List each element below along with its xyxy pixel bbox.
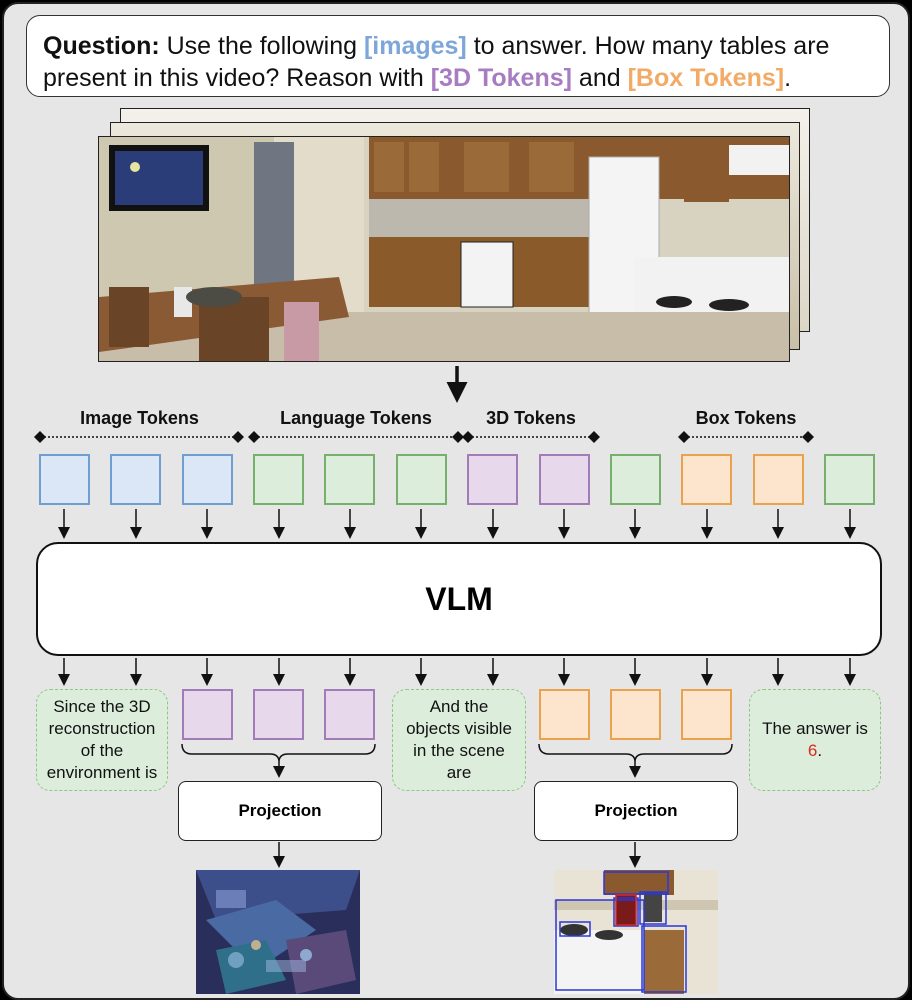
box-token (753, 454, 804, 505)
vlm-label: VLM (425, 580, 493, 617)
question-text-1: Use the following (159, 32, 364, 60)
3d-token (467, 454, 518, 505)
output-text-bubble-1: Since the 3D reconstruction of the envir… (36, 689, 168, 791)
language-token (610, 454, 661, 505)
bounding-box-scene-image (554, 870, 718, 994)
3d-token (539, 454, 590, 505)
answer-value: 6 (807, 741, 818, 760)
group-label-language-tokens: Language Tokens (280, 408, 432, 428)
kitchen-scene-image (99, 137, 789, 361)
image-token (39, 454, 90, 505)
question-label: Question: (43, 32, 160, 60)
3d-point-cloud-image (196, 870, 360, 994)
output-3d-token (253, 689, 304, 740)
group-label-box-tokens: Box Tokens (695, 408, 797, 428)
box-output-bracket (538, 743, 733, 763)
input-arrows (58, 509, 856, 539)
output-arrows (58, 658, 856, 686)
language-token (324, 454, 375, 505)
boxed-kitchen-image (554, 870, 718, 994)
output-3d-token (182, 689, 233, 740)
image-token (182, 454, 233, 505)
keyword-3d-tokens: [3D Tokens] (430, 64, 572, 92)
projection-box-3d: Projection (178, 781, 382, 841)
3d-output-bracket (181, 743, 376, 763)
kitchen-video-frame (98, 136, 790, 362)
language-token (253, 454, 304, 505)
output-box-token (539, 689, 590, 740)
language-token (396, 454, 447, 505)
question-text-3: and (571, 64, 628, 92)
box-token (681, 454, 732, 505)
group-label-3d-tokens: 3D Tokens (486, 408, 576, 428)
output-box-token (681, 689, 732, 740)
output-box-token (610, 689, 661, 740)
keyword-box-tokens: [Box Tokens] (627, 64, 785, 92)
output-text-bubble-2: And the objects visible in the scene are (392, 689, 526, 791)
output-3d-token (324, 689, 375, 740)
answer-text: The answer is 6. (762, 719, 868, 760)
language-token (824, 454, 875, 505)
image-token (110, 454, 161, 505)
projection-box-box: Projection (534, 781, 738, 841)
output-text-bubble-3: The answer is 6. (749, 689, 881, 791)
keyword-images: [images] (363, 32, 467, 60)
vlm-model-box: VLM (36, 542, 882, 656)
question-text-2: to answer. How many tables are present i… (43, 32, 830, 92)
question-text-4: . (784, 64, 792, 92)
question-box: Question: Use the following [images] to … (26, 15, 890, 97)
point-cloud-image (196, 870, 360, 994)
group-label-image-tokens: Image Tokens (80, 408, 199, 428)
connector-overlay (34, 366, 856, 868)
